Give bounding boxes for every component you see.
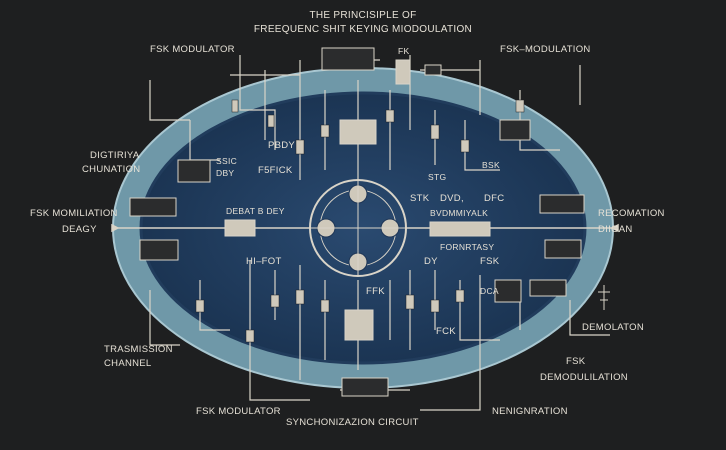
label-ffk: FFK — [366, 286, 385, 297]
label-demolaton: DEMOLATON — [582, 322, 644, 333]
label-pbdy: PBDY — [268, 140, 296, 151]
label-fsk-demod-2: DEMODULILATION — [540, 372, 628, 383]
label-fsk-modulator-bottom: FSK MODULATOR — [196, 406, 281, 417]
label-dby: DBY — [216, 168, 235, 178]
label-sync-circuit: SYNCHONIZAZION CIRCUIT — [286, 417, 419, 428]
label-trasmission: TRASMISSION — [104, 344, 173, 355]
top-modules — [321, 47, 442, 145]
label-fsk-modulation-top: FSK–MODULATION — [500, 44, 591, 55]
label-bvdmmiyalk: BVDMMIYALK — [430, 208, 489, 218]
label-nenignration: NENIGNRATION — [492, 406, 568, 417]
label-fsk-momiliation: FSK MOMILIATION — [30, 208, 118, 219]
label-recomation: RECOMATION — [598, 208, 665, 219]
label-digtriya: DIGTIRIYA — [90, 150, 140, 161]
label-debat: DEBAT B DEY — [226, 206, 285, 216]
label-fornrtasy: FORNRTASY — [440, 242, 495, 252]
label-chunation: CHUNATION — [82, 164, 141, 175]
title-line-1: THE PRINCISIPLE OF — [309, 10, 417, 21]
central-oscillator — [309, 179, 407, 277]
label-stk: STK — [410, 193, 430, 204]
bottom-modules — [341, 309, 389, 397]
label-dfc: DFC — [484, 193, 505, 204]
left-modules — [129, 159, 256, 261]
label-fk: FK — [398, 46, 410, 56]
label-fsk-modulator-top: FSK MODULATOR — [150, 44, 235, 55]
antenna-icon — [598, 285, 610, 310]
label-fsk-demod-1: FSK — [566, 356, 586, 367]
label-dy: DY — [424, 256, 438, 267]
right-modules — [429, 119, 585, 303]
label-dvd: DVD, — [440, 193, 464, 204]
label-bsk: BSK — [482, 160, 500, 170]
label-dca: DCA — [480, 286, 499, 296]
label-f5fick: F5FICK — [258, 165, 293, 176]
label-fsk-mid: FSK — [480, 256, 500, 267]
label-stg: STG — [428, 172, 447, 182]
label-diigan: DIIGAN — [598, 224, 633, 235]
label-deagy: DEAGY — [62, 224, 97, 235]
label-ssic: SSIC — [216, 156, 238, 166]
label-fck: FCK — [436, 326, 456, 337]
title-line-2: FREEQUENC SHIT KEYING MIODOULATION — [253, 24, 473, 35]
label-channel: CHANNEL — [104, 358, 152, 369]
components — [195, 99, 525, 343]
label-hi-fot: HI–FOT — [246, 256, 282, 267]
